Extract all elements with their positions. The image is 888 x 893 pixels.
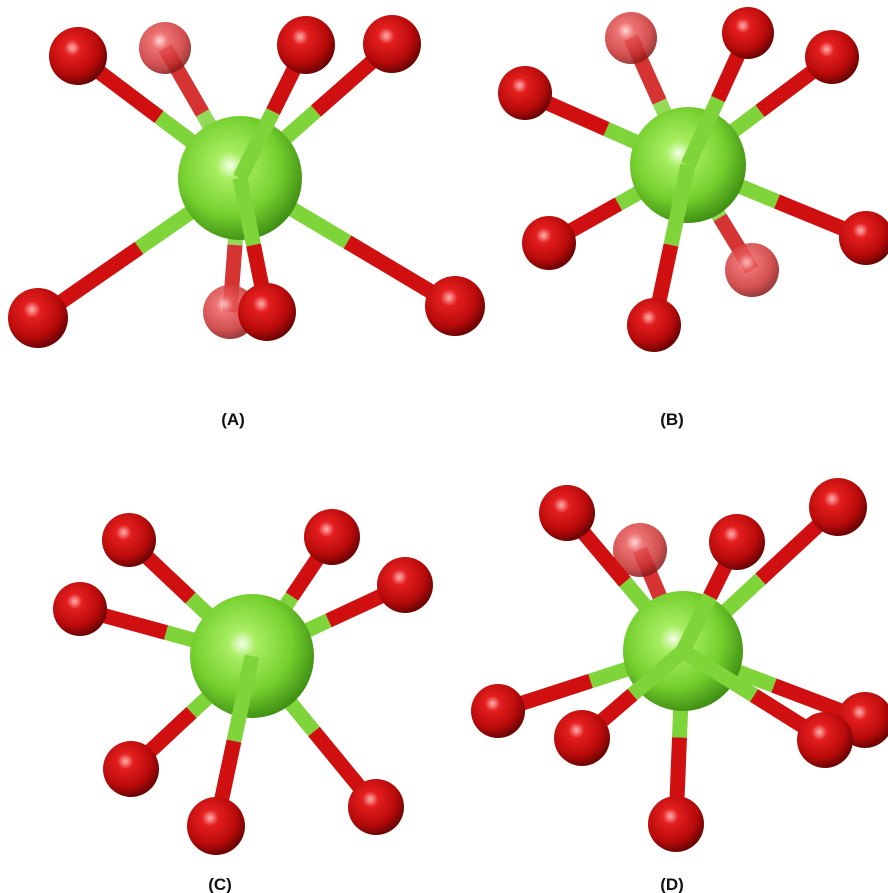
panel-b-back-oxygen-atom-0 — [605, 12, 657, 64]
panel-b-structure — [498, 7, 888, 352]
panel-d-mid-oxygen-atom-2 — [471, 684, 525, 738]
panel-c-front-oxygen-atom-0 — [187, 797, 245, 855]
panel-a-label: (A) — [221, 410, 245, 429]
panel-d-structure — [471, 478, 888, 852]
panel-d-front-oxygen-atom-0 — [709, 514, 765, 570]
panel-d-front-oxygen-atom-2 — [797, 712, 853, 768]
panel-d-mid-oxygen-atom-4 — [648, 796, 704, 852]
panel-b-front-bond-0-central-half — [681, 95, 725, 169]
panel-b-mid-oxygen-atom-2 — [522, 216, 576, 270]
panel-c-structure — [53, 509, 433, 855]
panel-c-mid-oxygen-atom-1 — [304, 509, 360, 565]
panel-b-label: (B) — [660, 410, 684, 429]
panel-d-front-bond-0-central-half — [676, 593, 717, 655]
panel-d-front-bond-1-central-half — [627, 645, 688, 701]
panel-c-label: (C) — [208, 875, 232, 893]
panel-c-mid-oxygen-atom-0 — [102, 513, 156, 567]
panel-c-front-bond-0-central-half — [226, 654, 260, 743]
panel-c-mid-oxygen-atom-4 — [103, 741, 159, 797]
panel-a-front-bond-1-central-half — [232, 176, 261, 247]
panel-d-mid-oxygen-atom-0 — [539, 485, 595, 541]
panel-d-back-oxygen-atom-0 — [613, 523, 667, 577]
panel-d-label: (D) — [660, 875, 684, 893]
panel-c-mid-oxygen-atom-5 — [348, 779, 404, 835]
panel-b-mid-oxygen-atom-3 — [839, 211, 888, 265]
panel-c-mid-oxygen-atom-3 — [377, 557, 433, 613]
panel-a-structure — [8, 15, 485, 348]
panel-b-front-oxygen-atom-1 — [627, 298, 681, 352]
panel-a-front-oxygen-atom-0 — [277, 16, 335, 74]
panel-a-mid-oxygen-atom-2 — [8, 288, 68, 348]
panel-a-front-oxygen-atom-1 — [238, 283, 296, 341]
panel-a-mid-oxygen-atom-1 — [363, 15, 421, 73]
panel-b-back-oxygen-atom-1 — [725, 243, 779, 297]
panel-b-front-oxygen-atom-0 — [722, 7, 774, 59]
panel-d-front-bond-2-central-half — [679, 644, 758, 702]
panel-d-mid-oxygen-atom-1 — [809, 478, 867, 536]
panel-a-front-bond-0-central-half — [233, 108, 280, 182]
panel-c-mid-oxygen-atom-2 — [53, 582, 107, 636]
panel-a-back-oxygen-atom-0 — [139, 22, 191, 74]
panel-a-mid-oxygen-atom-0 — [49, 27, 107, 85]
panel-b-mid-oxygen-atom-0 — [498, 66, 552, 120]
panel-d-front-oxygen-atom-1 — [554, 710, 610, 766]
panel-b-front-bond-1-central-half — [663, 163, 696, 247]
panel-a-mid-oxygen-atom-3 — [425, 276, 485, 336]
panel-b-mid-oxygen-atom-1 — [805, 30, 859, 84]
